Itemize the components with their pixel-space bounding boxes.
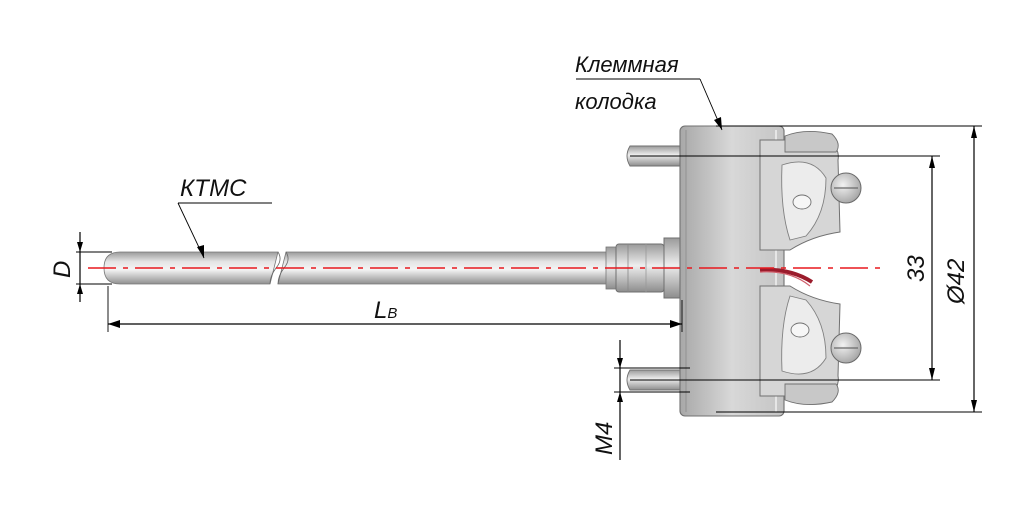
thermocouple-wire [759,267,814,284]
cable-label: КТМС [180,175,247,202]
terminal-label-line1: Клеммная [575,52,679,77]
cable-leader: КТМС [177,175,272,259]
length-label: L [374,297,387,324]
terminal-head [626,125,862,417]
dimension-thread: M4 [591,340,690,460]
dimension-length: LВ [107,286,683,332]
diameter-label: D [49,261,76,278]
thread-label: M4 [591,422,618,455]
terminal-leader: Клеммная колодка [575,52,723,131]
svg-text:LВ: LВ [374,297,397,324]
dimension-outer-diameter: Ø42 [716,125,982,413]
dimension-d: D [49,232,112,302]
outer-diameter-label: Ø42 [943,259,970,305]
terminal-label-line2: колодка [575,89,657,114]
length-subscript: В [387,305,397,322]
dimension-spacing: 33 [630,155,940,381]
spacing-label: 33 [903,255,930,282]
